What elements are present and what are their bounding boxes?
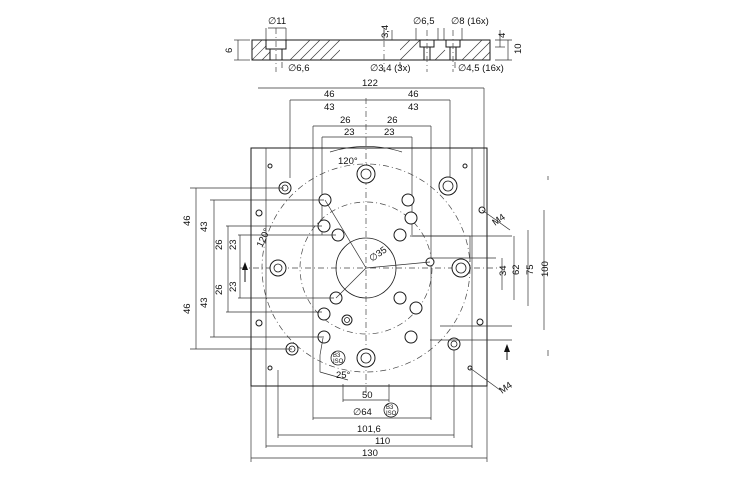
tag-circle-bottom bbox=[383, 402, 399, 418]
dim-v23-bottom: 23 bbox=[228, 281, 239, 292]
label-d6-5: ∅6,5 bbox=[413, 16, 434, 27]
bottom-dimensions: 50 ∅64 B3 ISO 101,6 110 130 bbox=[250, 350, 488, 462]
dim-v43-top: 43 bbox=[199, 221, 210, 232]
section-hatch-left bbox=[251, 39, 341, 61]
dim-d64: ∅64 bbox=[353, 407, 372, 418]
tag-left-bottom: ISO bbox=[333, 359, 344, 365]
section-view: ∅11 ∅6,6 6 3,4 ∅6,5 ∅8 (16x) ∅3,4 (3x) ∅… bbox=[224, 16, 524, 74]
dim-130: 130 bbox=[362, 448, 378, 459]
tag-circle-left bbox=[330, 350, 346, 366]
left-dimensions: 46 43 26 23 46 43 26 23 bbox=[182, 187, 336, 350]
plate-outline bbox=[250, 147, 488, 387]
dim-43-left: 43 bbox=[324, 102, 335, 113]
angle-120-top: 120° bbox=[338, 156, 358, 167]
center-bore-dia: ∅35 bbox=[367, 245, 389, 265]
label-d3-4-top: 3,4 bbox=[380, 25, 391, 38]
dim-26-right: 26 bbox=[387, 115, 398, 126]
top-dimensions: 122 46 43 46 43 26 26 23 23 bbox=[258, 78, 485, 420]
dim-23-right: 23 bbox=[384, 127, 395, 138]
angle-25: 25° bbox=[336, 370, 351, 381]
tag-bottom-top: B3 bbox=[386, 405, 394, 411]
section-arrow-right bbox=[504, 344, 510, 352]
dim-46-right: 46 bbox=[408, 89, 419, 100]
dim-46-left: 46 bbox=[324, 89, 335, 100]
dim-23-left: 23 bbox=[344, 127, 355, 138]
m4-label-top: M4 bbox=[490, 212, 507, 229]
dim-v23-top: 23 bbox=[228, 239, 239, 250]
tag-bottom-bottom: ISO bbox=[386, 411, 397, 417]
section-arrow-left bbox=[242, 262, 248, 270]
plate-view: 120° 120° ∅35 25° M4 M4 B3 ISO bbox=[240, 140, 515, 396]
label-h4: 4 bbox=[497, 33, 508, 38]
dim-v46-bottom: 46 bbox=[182, 303, 193, 314]
dim-101-6: 101,6 bbox=[357, 424, 381, 435]
dim-v75: 75 bbox=[525, 264, 536, 275]
angle-120-left: 120° bbox=[255, 227, 273, 250]
dim-43-right: 43 bbox=[408, 102, 419, 113]
label-d4-5-16x: ∅4,5 (16x) bbox=[458, 63, 504, 74]
tag-left-top: B3 bbox=[333, 353, 341, 359]
right-dimensions: 34 62 75 100 bbox=[498, 176, 551, 356]
dim-110: 110 bbox=[375, 436, 390, 447]
dim-v43-bottom: 43 bbox=[199, 297, 210, 308]
dim-26-left: 26 bbox=[340, 115, 351, 126]
dim-v46-top: 46 bbox=[182, 215, 193, 226]
dim-v100: 100 bbox=[540, 261, 551, 277]
label-h6: 6 bbox=[224, 48, 235, 53]
label-d6-6: ∅6,6 bbox=[288, 63, 309, 74]
section-hatch-right bbox=[399, 39, 491, 61]
dim-v34: 34 bbox=[498, 265, 509, 276]
label-h10: 10 bbox=[513, 43, 524, 54]
dim-v62: 62 bbox=[511, 264, 522, 275]
dim-122: 122 bbox=[362, 78, 378, 89]
m4-label-bottom: M4 bbox=[497, 380, 514, 397]
label-d3-4-3x: ∅3,4 (3x) bbox=[370, 63, 410, 74]
dim-v26-top: 26 bbox=[214, 239, 225, 250]
dim-v26-bottom: 26 bbox=[214, 284, 225, 295]
label-d11: ∅11 bbox=[268, 16, 286, 27]
dim-50: 50 bbox=[362, 390, 373, 401]
label-d8-16x: ∅8 (16x) bbox=[451, 16, 489, 27]
